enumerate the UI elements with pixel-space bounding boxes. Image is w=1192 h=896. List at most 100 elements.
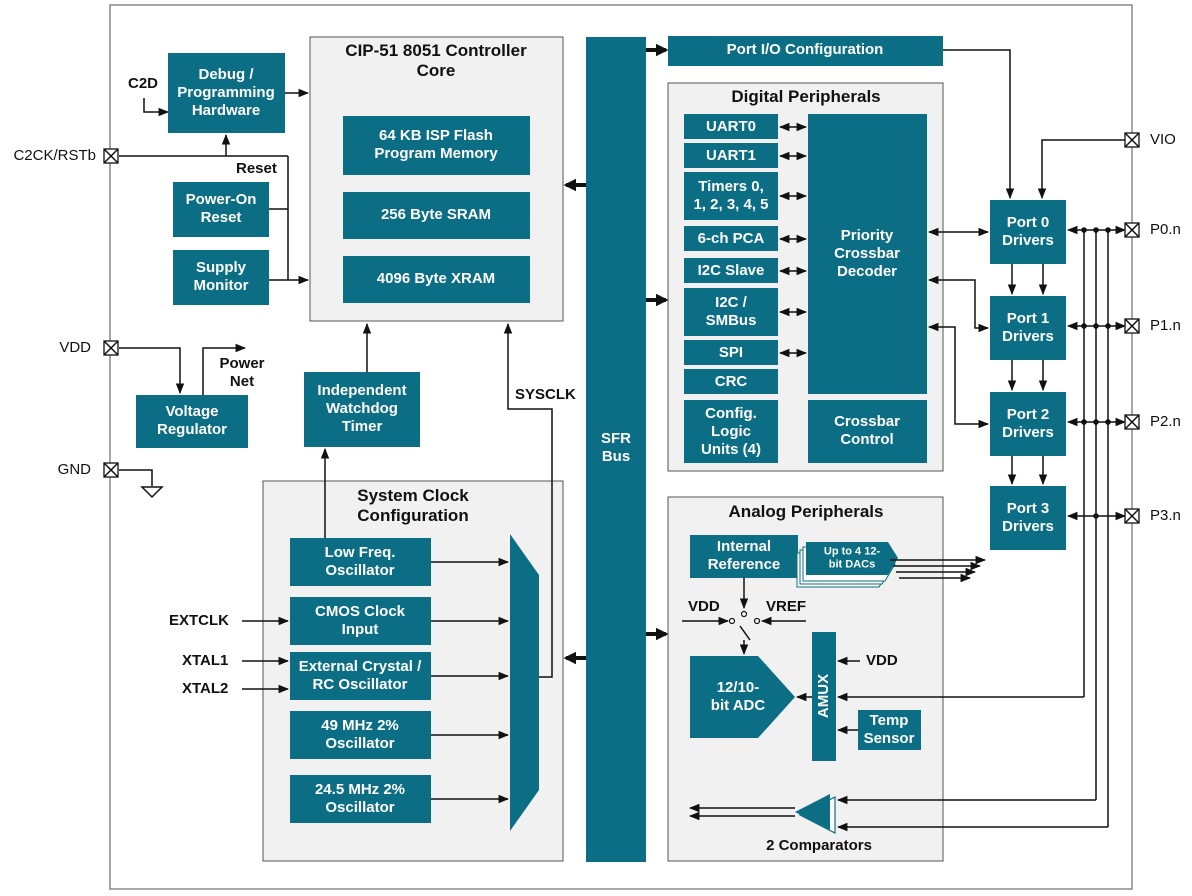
pca-block-line: 6-ch PCA — [698, 230, 765, 247]
port1-drivers-block-line: Port 1 — [1007, 310, 1050, 327]
timers-block-line: 1, 2, 3, 4, 5 — [693, 196, 768, 213]
osc-24mhz-block-line: 24.5 MHz 2% — [315, 781, 405, 798]
watchdog-timer-block-line: Timer — [342, 418, 383, 435]
port2-drivers-block-line: Port 2 — [1007, 406, 1050, 423]
core-title-line: CIP-51 8051 Controller — [345, 41, 527, 60]
voltage-regulator-block-line: Voltage — [165, 403, 218, 420]
power-on-reset-block-line: Reset — [201, 209, 242, 226]
p1n-label: P1.n — [1150, 317, 1181, 334]
sfr-bus-label-line: SFR — [601, 430, 631, 447]
amux-vdd-label: VDD — [866, 652, 898, 669]
osc-49mhz-block-line: 49 MHz 2% — [321, 717, 399, 734]
comparators-label: 2 Comparators — [766, 837, 872, 854]
debug-hardware-block-line: Debug / — [199, 66, 255, 83]
port3-drivers-block-line: Port 3 — [1007, 500, 1050, 517]
port-io-config-block: Port I/O Configuration — [727, 41, 884, 58]
osc-24mhz-block: 24.5 MHz 2%Oscillator — [315, 781, 405, 816]
flash-memory-block-line: Program Memory — [374, 145, 498, 162]
port0-drivers-block-line: Port 0 — [1007, 214, 1050, 231]
adc-label-line: bit ADC — [711, 697, 766, 714]
watchdog-timer-block-line: Independent — [317, 382, 406, 399]
supply-monitor-block-line: Supply — [196, 259, 247, 276]
sysclk-label: SYSCLK — [515, 386, 576, 403]
config-logic-units-block-line: Units (4) — [701, 441, 761, 458]
smbus-block: I2C /SMBus — [706, 294, 757, 329]
power-on-reset-block-line: Power-On — [186, 191, 257, 208]
config-logic-units-block-line: Config. — [705, 405, 757, 422]
pin-gnd — [103, 462, 119, 478]
sram-block: 256 Byte SRAM — [381, 206, 491, 223]
extclk-label: EXTCLK — [169, 612, 229, 629]
temp-sensor-block-line: Sensor — [864, 730, 915, 747]
internal-reference-block-line: Reference — [708, 556, 781, 573]
crossbar-control-block-line: Control — [840, 431, 893, 448]
uart0-block-line: UART0 — [706, 118, 756, 135]
core-title-line: Core — [417, 62, 456, 81]
amux-label-line: AMUX — [815, 674, 832, 718]
low-freq-oscillator-block: Low Freq.Oscillator — [325, 544, 396, 579]
xram-block: 4096 Byte XRAM — [377, 270, 495, 287]
smbus-block-line: SMBus — [706, 312, 757, 329]
gnd-label: GND — [58, 461, 92, 478]
crc-block-line: CRC — [715, 373, 748, 390]
port-io-config-block-line: Port I/O Configuration — [727, 41, 884, 58]
osc-49mhz-block-line: Oscillator — [325, 735, 394, 752]
external-oscillator-block-line: RC Oscillator — [312, 676, 407, 693]
cmos-clock-input-block-line: CMOS Clock — [315, 603, 406, 620]
sfr-bus — [586, 37, 646, 862]
analog-title: Analog Peripherals — [729, 502, 884, 521]
external-oscillator-block-line: External Crystal / — [299, 658, 422, 675]
adc-label: 12/10-bit ADC — [711, 679, 766, 714]
p0n-label: P0.n — [1150, 221, 1181, 238]
dacs-label: Up to 4 12-bit DACs — [824, 545, 881, 570]
crossbar-control-block-line: Crossbar — [834, 413, 900, 430]
pin-vdd — [103, 340, 119, 356]
crc-block: CRC — [715, 373, 748, 390]
spi-block-line: SPI — [719, 344, 743, 361]
vio-label: VIO — [1150, 131, 1176, 148]
power-net-label-line: Net — [230, 373, 254, 390]
i2c-slave-block: I2C Slave — [698, 262, 765, 279]
p2n-label: P2.n — [1150, 413, 1181, 430]
clock-mux — [510, 534, 539, 831]
osc-24mhz-block-line: Oscillator — [325, 799, 394, 816]
timers-block-line: Timers 0, — [698, 178, 764, 195]
port2-drivers-block-line: Drivers — [1002, 424, 1054, 441]
crossbar-decoder-block-line: Priority — [841, 227, 894, 244]
pin-p2 — [1124, 414, 1140, 430]
clock-title-line: System Clock — [357, 486, 469, 505]
xram-block-line: 4096 Byte XRAM — [377, 270, 495, 287]
reset-label: Reset — [236, 160, 277, 177]
adc-vdd-label: VDD — [688, 598, 720, 615]
pin-p3 — [1124, 508, 1140, 524]
xtal2-label: XTAL2 — [182, 680, 228, 697]
vref-label: VREF — [766, 598, 806, 615]
timers-block: Timers 0,1, 2, 3, 4, 5 — [693, 178, 768, 213]
temp-sensor-block-line: Temp — [870, 712, 909, 729]
internal-reference-block-line: Internal — [717, 538, 771, 555]
sfr-bus-label-line: Bus — [602, 448, 630, 465]
external-oscillator-block: External Crystal /RC Oscillator — [299, 658, 422, 693]
low-freq-oscillator-block-line: Low Freq. — [325, 544, 396, 561]
analog-title-line: Analog Peripherals — [729, 502, 884, 521]
dacs-label-line: Up to 4 12- — [824, 545, 881, 557]
watchdog-timer-block-line: Watchdog — [326, 400, 398, 417]
c2d-label: C2D — [128, 75, 158, 92]
